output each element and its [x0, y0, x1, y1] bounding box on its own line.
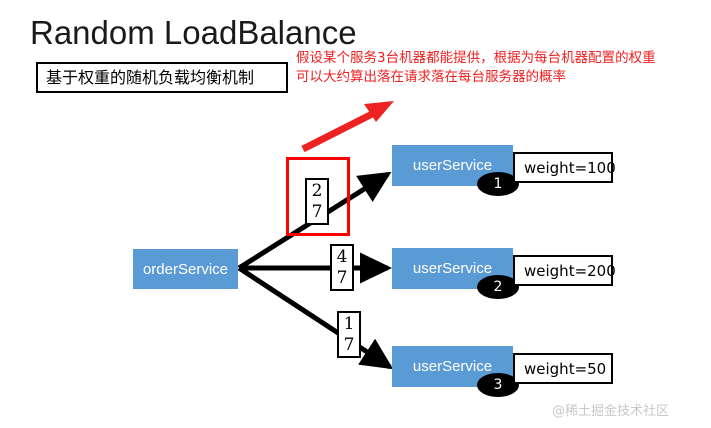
subtitle-box: 基于权重的随机负载均衡机制: [36, 62, 288, 93]
watermark: @稀土掘金技术社区: [552, 404, 670, 419]
fraction-denominator: 7: [343, 334, 355, 355]
badge-userservice-1: 1: [477, 172, 519, 196]
page-title: Random LoadBalance: [30, 14, 357, 51]
node-label: userService: [412, 157, 493, 174]
probability-fraction-1: 2 7: [305, 178, 329, 225]
probability-fraction-3: 1 7: [337, 311, 361, 358]
fraction-numerator: 2: [311, 180, 323, 201]
node-label: userService: [412, 260, 493, 277]
node-label: userService: [412, 358, 493, 375]
weight-label-3: weight=50: [513, 353, 613, 384]
edge-to-userservice-3: [237, 265, 394, 370]
probability-fraction-2: 4 7: [330, 244, 354, 291]
red-pointer-arrow: [301, 101, 394, 153]
weight-label-2: weight=200: [513, 255, 616, 286]
subtitle-text: 基于权重的随机负载均衡机制: [46, 68, 255, 87]
node-label: orderService: [142, 260, 229, 278]
annotation-text: 假设某个服务3台机器都能提供，根据为每台机器配置的权重可以大约算出落在请求落在每…: [296, 50, 656, 85]
badge-userservice-3: 3: [477, 373, 519, 397]
fraction-numerator: 4: [336, 246, 348, 267]
fraction-numerator: 1: [343, 313, 355, 334]
fraction-denominator: 7: [336, 267, 348, 288]
highlight-rectangle: [286, 157, 350, 236]
weight-label-1: weight=100: [513, 152, 616, 183]
node-orderservice[interactable]: orderService: [133, 249, 238, 289]
badge-userservice-2: 2: [477, 275, 519, 299]
fraction-denominator: 7: [311, 201, 323, 222]
